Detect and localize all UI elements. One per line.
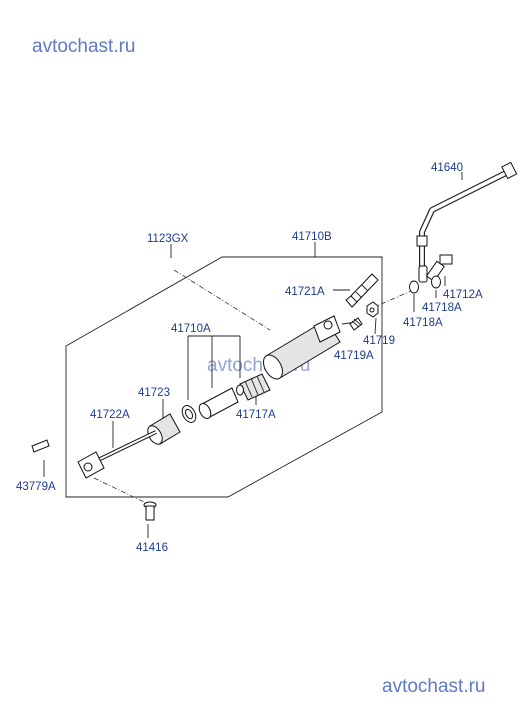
label-41722a: 41722A (90, 409, 130, 421)
axis-bolt (173, 269, 271, 331)
label-41721a: 41721A (285, 286, 325, 298)
leader-41719 (374, 317, 377, 335)
piston-41710a (198, 387, 239, 419)
label-41719: 41719 (363, 335, 395, 347)
label-41719a: 41719A (334, 350, 374, 362)
assembly-frame (65, 256, 383, 498)
axis-pin (93, 477, 145, 503)
label-41712a: 41712A (443, 289, 483, 301)
label-41710b: 41710B (292, 231, 332, 243)
cylinder-body-41710b (263, 315, 341, 380)
small-washer (236, 384, 244, 396)
label-41723: 41723 (138, 387, 170, 399)
label-41718a-1: 41718A (422, 302, 462, 314)
label-41718a-2: 41718A (403, 317, 443, 329)
watermark-bottom: avtochast.ru (382, 676, 486, 697)
bleeder-screw-41721a (345, 273, 379, 308)
label-43779a: 43779A (16, 481, 56, 493)
label-1123gx: 1123GX (147, 233, 189, 245)
clevis-pin-41416 (143, 501, 157, 521)
clip-43779a (31, 439, 50, 453)
pipe-union-block (418, 265, 428, 283)
pipe-end-nut (501, 161, 518, 180)
union-bolt-shank (425, 260, 445, 282)
pipe-flare-nut (416, 235, 428, 247)
label-41710a: 41710A (171, 323, 211, 335)
push-rod-41722a (77, 430, 157, 479)
gasket-41718a-upper (431, 275, 441, 289)
boot-41717a (239, 373, 271, 401)
cup-41723 (147, 413, 181, 445)
union-bolt-head (439, 254, 453, 265)
spring-41719a (349, 317, 363, 331)
label-41416: 41416 (136, 542, 168, 554)
watermark-top: avtochast.ru (32, 36, 136, 57)
gasket-41718a-lower (409, 280, 419, 294)
clutch-pipe (419, 169, 510, 268)
label-41640: 41640 (431, 162, 463, 174)
label-41717a: 41717A (236, 409, 276, 421)
